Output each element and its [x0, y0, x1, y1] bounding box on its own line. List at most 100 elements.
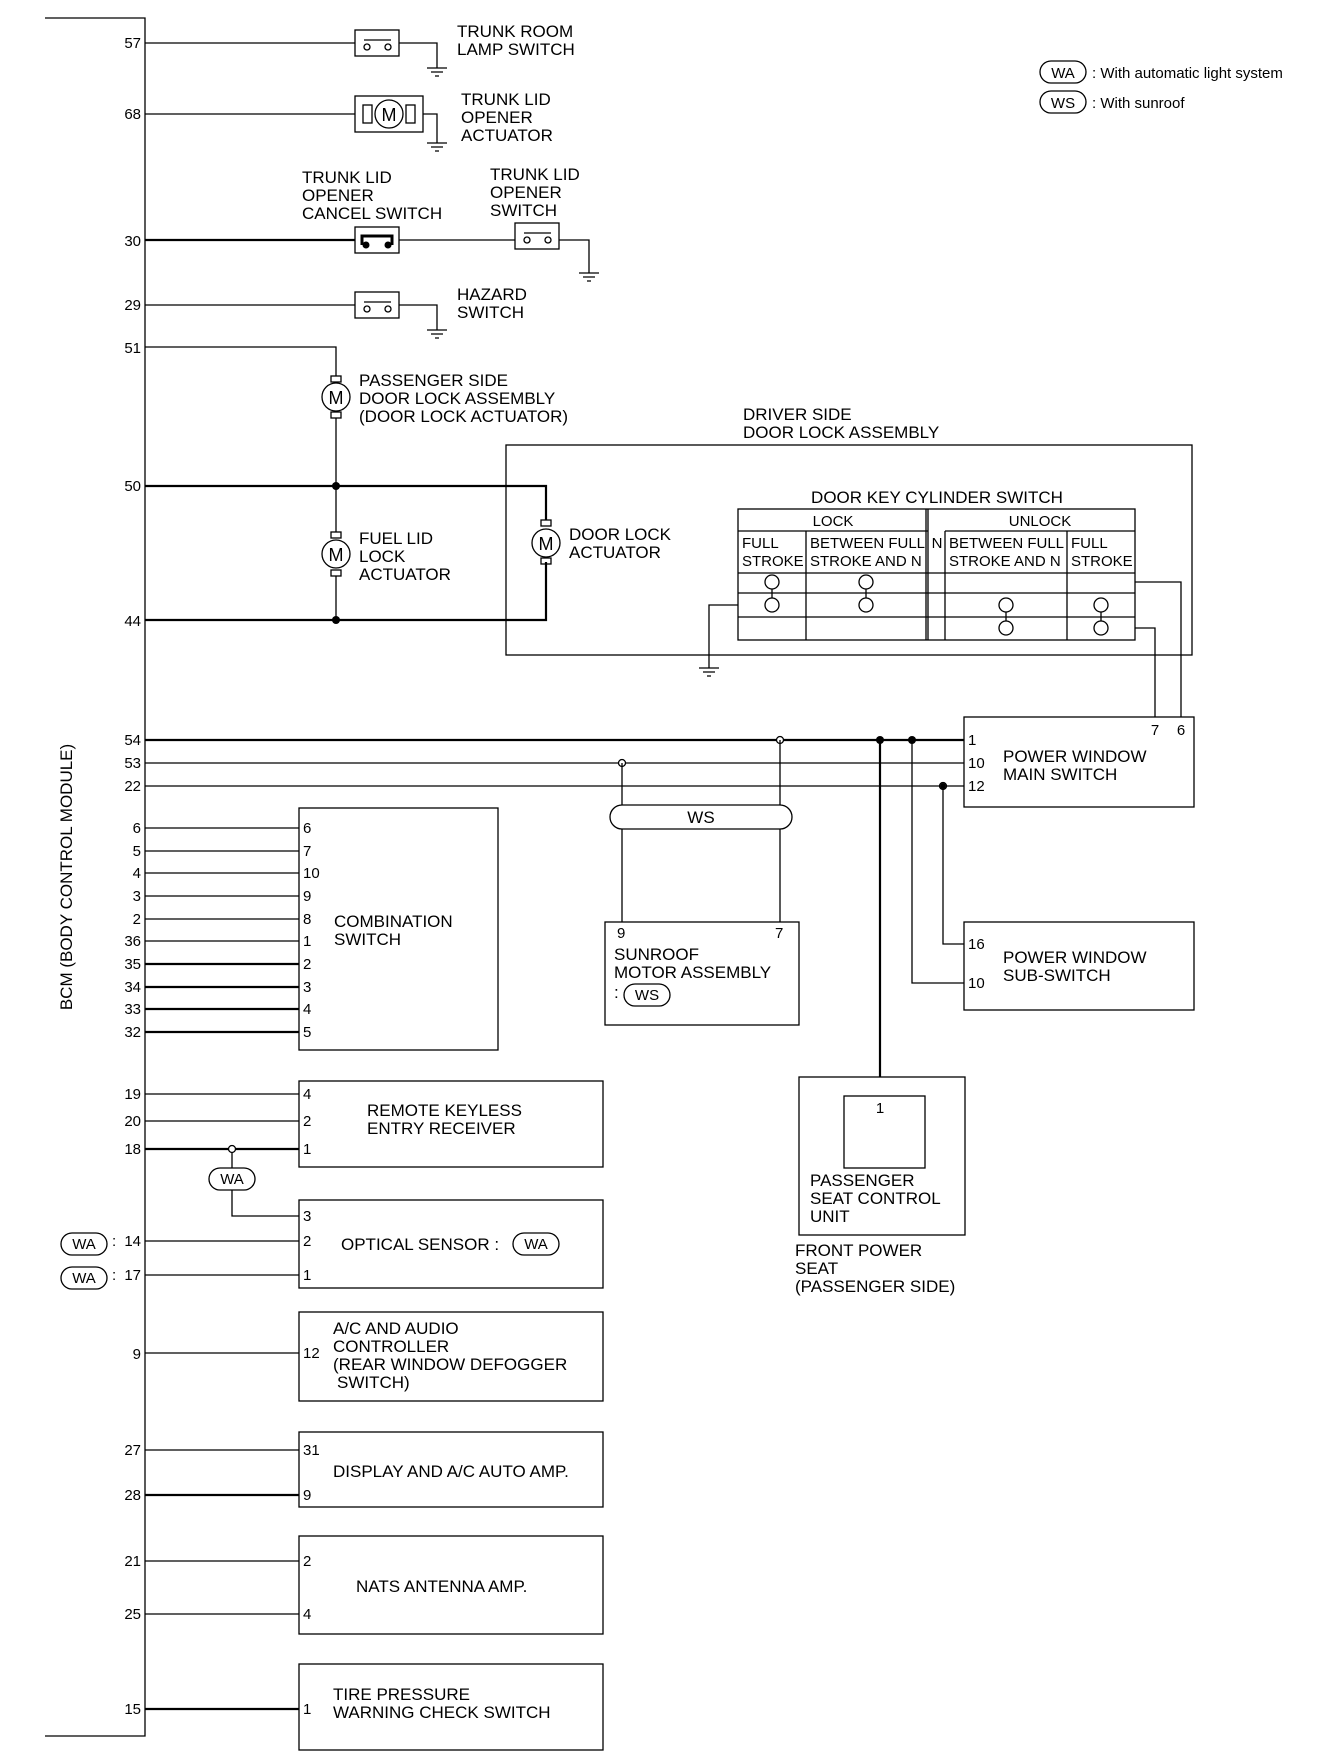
ws-tag: WS [687, 808, 714, 827]
rke-pin: 2 [303, 1113, 311, 1130]
bcm-pin: 35 [124, 956, 141, 973]
wa-colon: : [112, 1267, 116, 1284]
ac-audio-controller: 12 A/C AND AUDIO CONTROLLER (REAR WINDOW… [145, 1311, 604, 1402]
key-switch-unlock-header: UNLOCK [1009, 513, 1072, 530]
legend-wa-text: : With automatic light system [1092, 65, 1283, 82]
legend-wa-tag: WA [1051, 65, 1075, 82]
ground-icon [699, 667, 719, 677]
legend: WA : With automatic light system WS : Wi… [1039, 60, 1283, 114]
bcm-pin: 6 [133, 820, 141, 837]
bcm-pin: 28 [124, 1487, 141, 1504]
wa-tag: WA [524, 1236, 548, 1253]
fuel-lid-lock-actuator-label: LOCK [359, 547, 406, 566]
combination-switch-pin: 10 [303, 865, 320, 882]
trunk-room-lamp-switch-label: LAMP SWITCH [457, 40, 575, 59]
pw-main-pin: 6 [1177, 722, 1185, 739]
wa-tag: WA [220, 1171, 244, 1188]
front-power-seat-label: (PASSENGER SIDE) [795, 1277, 955, 1296]
door-lock-actuator-label: ACTUATOR [569, 543, 661, 562]
combination-switch-pin: 8 [303, 911, 311, 928]
display-ac-auto-amp: 31 9 DISPLAY AND A/C AUTO AMP. [145, 1431, 604, 1508]
trunk-lid-opener-actuator-label: ACTUATOR [461, 126, 553, 145]
passenger-door-lock-label: PASSENGER SIDE [359, 371, 508, 390]
bcm-pin: 4 [133, 865, 141, 882]
tire-pressure-label: WARNING CHECK SWITCH [333, 1703, 551, 1722]
sunroof-pin: 9 [617, 925, 625, 942]
rke-label: REMOTE KEYLESS [367, 1101, 522, 1120]
ground-icon [427, 329, 447, 339]
sunroof-pin: 7 [775, 925, 783, 942]
bcm-pin: 21 [124, 1553, 141, 1570]
key-switch-col-label: STROKE [742, 553, 804, 570]
power-window-main-switch: 7 6 1 10 12 POWER WINDOW MAIN SWITCH [963, 716, 1195, 808]
trunk-room-lamp-switch: TRUNK ROOM LAMP SWITCH [145, 22, 575, 77]
combination-switch-pin: 9 [303, 888, 311, 905]
bcm-pin: 32 [124, 1024, 141, 1041]
power-window-bus: WS [145, 735, 964, 1077]
hazard-switch-label: SWITCH [457, 303, 524, 322]
bcm-pin: 5 [133, 843, 141, 860]
optical-sensor-pin: 1 [303, 1267, 311, 1284]
key-switch-col-label: FULL [742, 535, 779, 552]
bcm-label: BCM (BODY CONTROL MODULE) [57, 744, 76, 1010]
seat-control-pin: 1 [876, 1100, 884, 1117]
bcm-pin: 68 [124, 106, 141, 123]
trunk-lid-opener-switches: TRUNK LID OPENER CANCEL SWITCH TRUNK LID… [145, 165, 599, 282]
optical-sensor-pin: 2 [303, 1233, 311, 1250]
front-power-seat-label: SEAT [795, 1259, 838, 1278]
combination-switch: 6 7 10 9 8 1 2 3 4 5 COMBINATION SWITCH [145, 807, 499, 1051]
ground-icon [427, 67, 447, 77]
fuel-lid-lock-actuator-label: FUEL LID [359, 529, 433, 548]
front-power-seat-label: FRONT POWER [795, 1241, 922, 1260]
combination-switch-label: COMBINATION [334, 912, 453, 931]
pw-sub-switch-label: POWER WINDOW [1003, 948, 1147, 967]
key-switch-col-label: STROKE [1071, 553, 1133, 570]
ground-icon [427, 142, 447, 152]
wa-tag: WA [72, 1236, 96, 1253]
sunroof-label: MOTOR ASSEMBLY [614, 963, 771, 982]
bcm-pin: 9 [133, 1346, 141, 1363]
bcm-pin: 19 [124, 1086, 141, 1103]
bcm-pin: 34 [124, 979, 141, 996]
bcm-pin: 54 [124, 732, 141, 749]
driver-side-door-lock-assembly: DRIVER SIDE DOOR LOCK ASSEMBLY DOOR KEY … [505, 405, 1193, 717]
remote-keyless-entry-receiver: 4 2 1 REMOTE KEYLESS ENTRY RECEIVER WA [145, 1080, 604, 1217]
combination-switch-pin: 3 [303, 979, 311, 996]
wa-tag: WA [72, 1270, 96, 1287]
passenger-door-lock-label: (DOOR LOCK ACTUATOR) [359, 407, 568, 426]
pw-main-pin: 10 [968, 755, 985, 772]
combination-switch-pin: 5 [303, 1024, 311, 1041]
combination-switch-pin: 1 [303, 933, 311, 950]
nats-label: NATS ANTENNA AMP. [356, 1577, 527, 1596]
rke-pin: 1 [303, 1141, 311, 1158]
key-switch-col-label: FULL [1071, 535, 1108, 552]
pw-sub-switch-label: SUB-SWITCH [1003, 966, 1111, 985]
bcm-pin: 14 [124, 1233, 141, 1250]
trunk-lid-opener-cancel-switch-label: TRUNK LID [302, 168, 392, 187]
optical-sensor-pin: 3 [303, 1208, 311, 1225]
pw-main-switch-label: MAIN SWITCH [1003, 765, 1117, 784]
bcm-pin: 15 [124, 1701, 141, 1718]
pw-main-pin: 1 [968, 732, 976, 749]
combination-switch-pin: 2 [303, 956, 311, 973]
legend-ws-tag: WS [1051, 95, 1075, 112]
trunk-lid-opener-switch-label: TRUNK LID [490, 165, 580, 184]
nats-antenna-amp: 2 4 NATS ANTENNA AMP. [145, 1535, 604, 1635]
trunk-lid-opener-switch-label: OPENER [490, 183, 562, 202]
display-amp-pin: 31 [303, 1442, 320, 1459]
ac-audio-label: SWITCH) [337, 1373, 410, 1392]
trunk-lid-opener-cancel-switch-label: CANCEL SWITCH [302, 204, 442, 223]
driver-door-lock-assembly-label: DRIVER SIDE [743, 405, 852, 424]
bcm-pin: 25 [124, 1606, 141, 1623]
motor-icon: M [329, 545, 344, 565]
door-key-cylinder-switch-title: DOOR KEY CYLINDER SWITCH [811, 488, 1063, 507]
trunk-lid-opener-actuator-label: OPENER [461, 108, 533, 127]
combination-switch-pin: 7 [303, 843, 311, 860]
bcm-pin: 53 [124, 755, 141, 772]
driver-door-lock-assembly-label: DOOR LOCK ASSEMBLY [743, 423, 939, 442]
pw-main-pin: 7 [1151, 722, 1159, 739]
sunroof-colon: : [614, 983, 619, 1002]
door-lock-circuit: M PASSENGER SIDE DOOR LOCK ASSEMBLY (DOO… [145, 346, 672, 624]
ac-audio-label: A/C AND AUDIO [333, 1319, 459, 1338]
trunk-lid-opener-actuator: M TRUNK LID OPENER ACTUATOR [145, 90, 553, 152]
